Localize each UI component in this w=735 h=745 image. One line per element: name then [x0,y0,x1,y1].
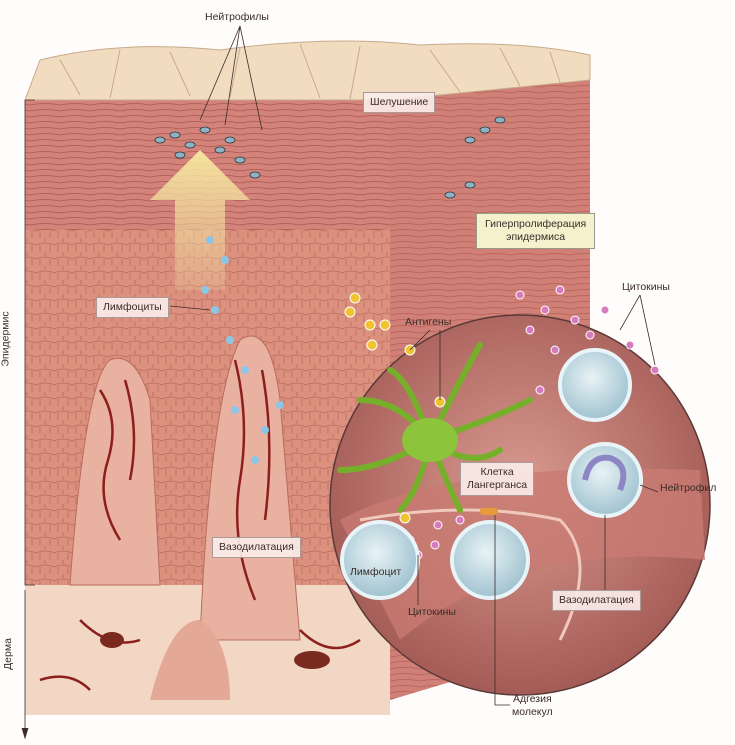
label-cytokines-top: Цитокины [622,281,670,293]
label-hyperproliferation-line2: эпидермиса [506,231,566,243]
scales [24,40,591,101]
label-hyperproliferation-line1: Гиперпролиферация [485,218,587,230]
label-adhesion-line2: молекул [512,706,553,718]
lymphocyte-cell [340,520,420,600]
label-vasodilation-left: Вазодилатация [212,537,301,558]
label-scaling: Шелушение [363,92,436,113]
label-hyperproliferation: Гиперпролиферация эпидермиса [476,213,596,249]
label-adhesion-line1: Адгезия [512,693,552,705]
label-neutrophil: Нейтрофил [660,482,717,494]
cell-top [558,348,632,422]
neutrophil-cell [567,442,643,518]
label-vasodilation-right: Вазодилатация [552,590,641,611]
lymphocyte-cell-2 [450,520,530,600]
label-cytokines-bottom: Цитокины [408,606,456,618]
label-lymphocyte: Лимфоцит [350,566,402,578]
label-lymphocytes: Лимфоциты [96,297,169,318]
label-dermis: Дерма [1,638,14,670]
label-adhesion: Адгезия молекул [512,693,553,719]
label-antigens: Антигены [405,316,452,328]
label-langerhans-line2: Лангерганса [467,479,528,491]
label-neutrophils: Нейтрофилы [205,11,269,23]
upward-arrow [150,150,250,290]
langerhans-cell [337,342,533,513]
label-epidermis: Эпидермис [0,311,12,367]
label-langerhans: Клетка Лангерганса [460,462,535,496]
label-langerhans-line1: Клетка [480,466,514,478]
